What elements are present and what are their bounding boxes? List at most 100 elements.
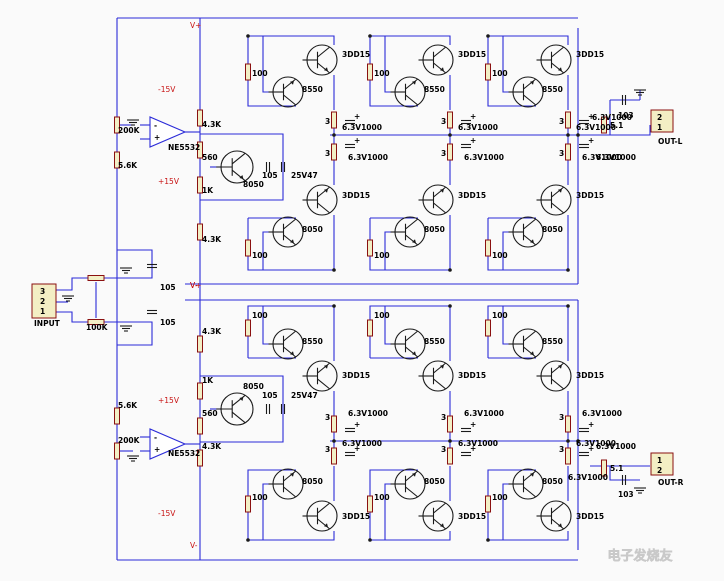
transistor-label: 8550: [542, 85, 563, 94]
junction-dot: [246, 34, 250, 38]
resistor-label: 3: [325, 117, 330, 126]
transistor: [302, 360, 338, 392]
resistor: [447, 111, 453, 129]
capacitor-label: 25V47: [291, 391, 318, 400]
resistor: [485, 63, 491, 81]
resistor: [331, 143, 337, 161]
wire: [488, 531, 569, 541]
resistor: [601, 116, 607, 134]
connector-pin: 1: [657, 456, 662, 465]
wire: [369, 80, 418, 107]
label-layer: NE5532-15V+15V200K5.6K4.3K5601K4.3K80501…: [34, 21, 684, 550]
wire: [502, 36, 513, 93]
ground-symbol: [119, 267, 133, 274]
capacitor: [579, 451, 589, 457]
capacitor-label: 105: [262, 391, 278, 400]
resistor-label: 1K: [202, 376, 214, 385]
resistor-label: 3: [559, 117, 564, 126]
out-l-connector: [650, 109, 674, 133]
junction-dot: [246, 538, 250, 542]
resistor: [114, 151, 120, 169]
wire: [487, 215, 569, 271]
capacitor-label: 105: [262, 171, 278, 180]
capacitor-label: 6.3V1000: [458, 123, 498, 132]
resistor-label: 560: [202, 153, 218, 162]
polarity-mark: +: [588, 420, 594, 429]
polarity-mark: +: [588, 112, 594, 121]
connector-pin: 3: [40, 287, 45, 296]
capacitor-label: 6.3V1000: [342, 123, 382, 132]
junction-dot: [332, 304, 336, 308]
transistor: [390, 328, 426, 360]
resistor-label: 3: [441, 413, 446, 422]
capacitor-label: 25V47: [291, 171, 318, 180]
transistor-label: 8050: [243, 382, 264, 391]
opamp-supply-label: -15V: [158, 509, 176, 518]
transistor-label: 8550: [424, 85, 445, 94]
out-r-connector: [650, 452, 674, 476]
transistor-label: 3DD15: [458, 191, 486, 200]
capacitor-label: 103: [618, 111, 634, 120]
junction-dot: [486, 34, 490, 38]
capacitor-label: 6.3V1000: [348, 409, 388, 418]
junction-dot: [566, 268, 570, 272]
transistor: [216, 392, 254, 426]
resistor: [197, 141, 203, 159]
resistor-label: 4.3K: [202, 442, 222, 451]
resistor-label: 5.1: [610, 121, 623, 130]
capacitor-label: 6.3V1000: [568, 473, 608, 482]
capacitor-label: 6.3V1000: [576, 123, 616, 132]
connector-pin: 2: [657, 113, 662, 122]
resistor-label: 100: [374, 251, 390, 260]
resistor: [245, 495, 251, 513]
wire: [488, 35, 569, 45]
resistor-label: 3: [441, 445, 446, 454]
resistor: [331, 447, 337, 465]
resistor-label: 100: [374, 69, 390, 78]
polarity-mark: +: [588, 444, 594, 453]
resistor: [197, 223, 203, 241]
resistor: [197, 335, 203, 353]
capacitor: [461, 143, 471, 149]
wire: [262, 36, 273, 93]
transistor-label: 3DD15: [342, 512, 370, 521]
resistor-label: 100: [374, 311, 390, 320]
transistor: [268, 216, 304, 248]
transistor: [216, 150, 254, 184]
transistor: [536, 44, 572, 76]
transistor: [302, 184, 338, 216]
connector-pin: 2: [40, 297, 45, 306]
transistor-label: 8550: [302, 85, 323, 94]
wire: [609, 466, 640, 481]
ground-symbol: [633, 487, 647, 494]
resistor-label: 5.6K: [118, 401, 138, 410]
component-layer: -+++++++-+++++++: [31, 34, 674, 542]
resistor: [331, 111, 337, 129]
transistor: [418, 44, 454, 76]
resistor: [565, 415, 571, 433]
wire: [369, 469, 418, 496]
transistor-label: 8050: [424, 225, 445, 234]
resistor-label: 3: [325, 445, 330, 454]
capacitor: [579, 119, 589, 125]
capacitor: [621, 95, 627, 105]
transistor-label: 3DD15: [576, 191, 604, 200]
capacitor: [265, 162, 271, 172]
capacitor: [461, 119, 471, 125]
wiring: [56, 17, 651, 561]
input-connector: [31, 283, 57, 319]
capacitor-label: 6.3V1000: [582, 409, 622, 418]
resistor-label: 100: [374, 493, 390, 502]
resistor: [447, 143, 453, 161]
resistor-label: 4.3K: [202, 235, 222, 244]
wire: [247, 215, 335, 271]
resistor-label: 4.3K: [202, 327, 222, 336]
connector-pin: 1: [40, 307, 45, 316]
transistor: [536, 360, 572, 392]
junction-dot: [566, 133, 570, 137]
polarity-mark: +: [588, 136, 594, 145]
wire: [248, 531, 335, 541]
transistor: [268, 468, 304, 500]
transistor: [390, 76, 426, 108]
